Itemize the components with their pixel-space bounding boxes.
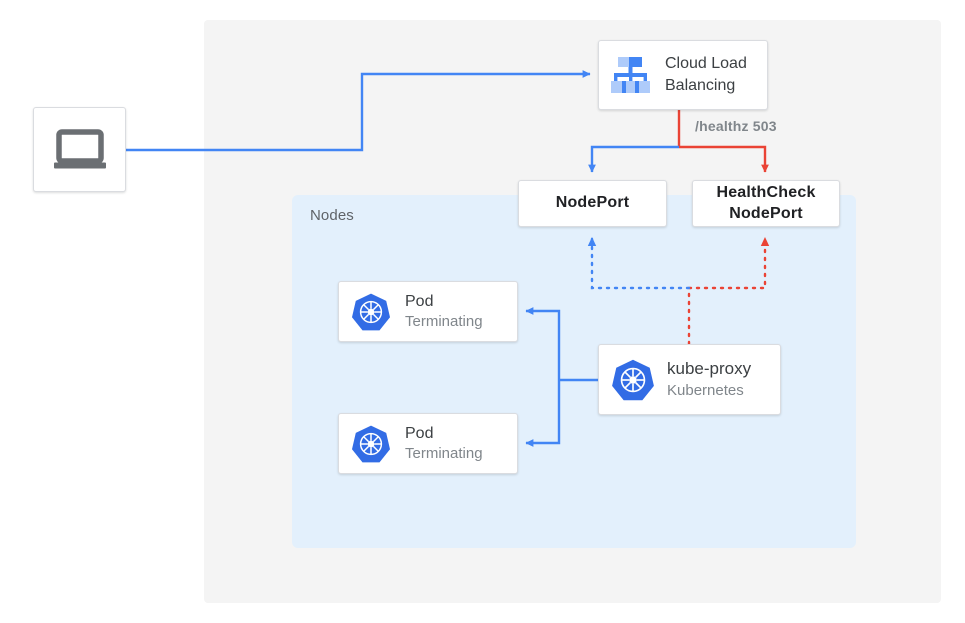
cloud-load-balancing-card[interactable]: Cloud Load Balancing bbox=[598, 40, 768, 110]
kubernetes-icon bbox=[611, 358, 655, 402]
pod-status: Terminating bbox=[405, 313, 483, 331]
kube-proxy-subtitle: Kubernetes bbox=[667, 381, 744, 399]
cloud-load-balancing-text: Cloud Load Balancing bbox=[665, 53, 757, 96]
pod-card[interactable]: Pod Terminating bbox=[338, 281, 518, 342]
cloud-load-balancing-title: Cloud Load Balancing bbox=[665, 55, 747, 94]
kube-proxy-title: kube-proxy bbox=[667, 358, 752, 378]
kube-proxy-card[interactable]: kube-proxy Kubernetes bbox=[598, 344, 781, 415]
healthcheck-nodeport-box[interactable]: HealthCheck NodePort bbox=[692, 180, 840, 227]
pod-title: Pod bbox=[405, 292, 434, 310]
cloud-load-balancing-icon bbox=[609, 55, 653, 95]
nodeport-label: NodePort bbox=[555, 194, 630, 212]
kubernetes-icon bbox=[351, 292, 391, 332]
pod-text: Pod Terminating bbox=[405, 423, 483, 465]
pod-card[interactable]: Pod Terminating bbox=[338, 413, 518, 474]
laptop-icon bbox=[53, 128, 107, 171]
healthcheck-nodeport-label: HealthCheck NodePort bbox=[716, 183, 816, 222]
pod-status: Terminating bbox=[405, 445, 483, 463]
kubernetes-icon bbox=[351, 424, 391, 464]
client-device-card[interactable] bbox=[33, 107, 126, 192]
pod-text: Pod Terminating bbox=[405, 291, 483, 333]
nodes-panel-label: Nodes bbox=[310, 207, 354, 224]
nodeport-box[interactable]: NodePort bbox=[518, 180, 667, 227]
healthz-status-label: /healthz 503 bbox=[695, 118, 777, 134]
pod-title: Pod bbox=[405, 424, 434, 442]
kube-proxy-text: kube-proxy Kubernetes bbox=[667, 358, 751, 401]
